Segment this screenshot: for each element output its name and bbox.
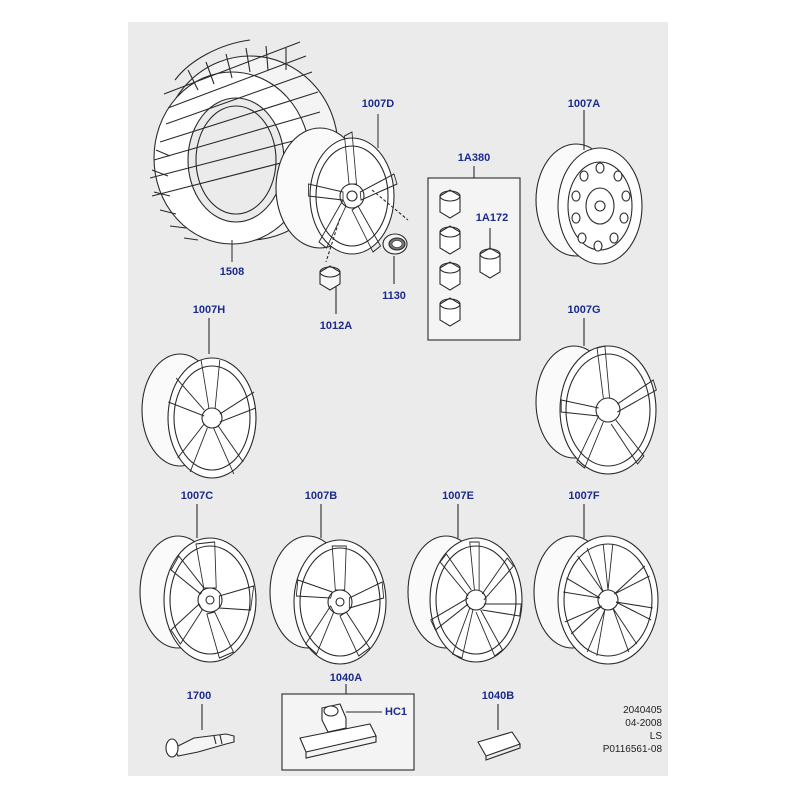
callout-1508[interactable]: 1508 — [219, 266, 245, 278]
info-date: 04-2008 — [625, 718, 662, 729]
weight-kit-illustration — [281, 684, 415, 771]
callout-1007f[interactable]: 1007F — [568, 490, 600, 502]
info-reference: P0116561-08 — [602, 744, 662, 755]
callout-hc1[interactable]: HC1 — [385, 706, 408, 718]
callout-1007a[interactable]: 1007A — [567, 98, 601, 110]
callout-1040b[interactable]: 1040B — [481, 690, 515, 702]
callout-1012a[interactable]: 1012A — [319, 320, 353, 332]
callout-1007e[interactable]: 1007E — [442, 490, 474, 502]
callout-1a380[interactable]: 1A380 — [457, 152, 491, 164]
wheel-nut-illustration — [319, 265, 341, 314]
info-model: LS — [649, 731, 662, 742]
adhesive-weight-illustration — [477, 704, 521, 761]
callout-1007h[interactable]: 1007H — [192, 304, 226, 316]
wheel-1007h-illustration — [141, 318, 257, 479]
wheel-1007b-illustration — [269, 504, 387, 665]
wheel-1007c-illustration — [139, 504, 257, 663]
valve-illustration — [165, 704, 235, 758]
callout-1a172[interactable]: 1A172 — [475, 212, 509, 224]
nut-kit-illustration — [427, 166, 521, 341]
wheel-1007g-illustration — [535, 318, 657, 475]
callout-1040a[interactable]: 1040A — [329, 672, 363, 684]
wheel-1007e-illustration — [407, 504, 523, 663]
wheel-1007f-illustration — [533, 504, 659, 665]
callout-1007d[interactable]: 1007D — [361, 98, 395, 110]
illustration-info: 2040405 04-2008 LS P0116561-08 — [603, 704, 662, 756]
callout-1007b[interactable]: 1007B — [304, 490, 338, 502]
callout-1007c[interactable]: 1007C — [180, 490, 214, 502]
callout-1007g[interactable]: 1007G — [567, 304, 601, 316]
callout-1130[interactable]: 1130 — [382, 290, 406, 302]
center-cap-illustration — [382, 233, 408, 284]
wheel-1007d-illustration — [275, 114, 409, 263]
info-code: 2040405 — [623, 705, 662, 716]
wheel-1007a-illustration — [535, 110, 643, 265]
callout-1700[interactable]: 1700 — [186, 690, 212, 702]
